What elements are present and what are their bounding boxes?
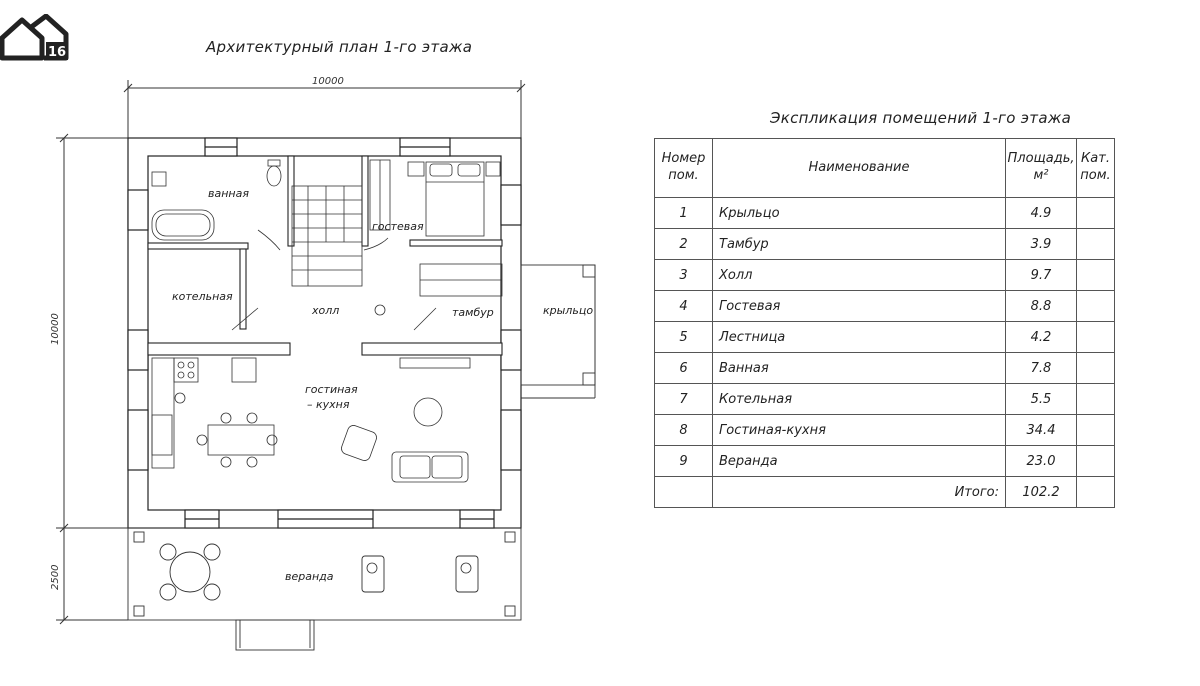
room-label-bathroom: ванная — [208, 187, 249, 200]
row-cat — [1076, 445, 1115, 477]
room-label-living-2: – кухня — [307, 398, 350, 411]
header-category-text: Кат. пом. — [1080, 151, 1111, 183]
room-label-vestibule: тамбур — [452, 306, 494, 319]
header-name-text: Наименование — [808, 159, 910, 175]
header-number-text: Номер пом. — [661, 151, 706, 183]
total-empty — [654, 476, 713, 508]
row-name: Веранда — [712, 445, 1006, 477]
row-area: 34.4 — [1005, 414, 1077, 446]
row-name: Гостиная-кухня — [712, 414, 1006, 446]
row-name: Лестница — [712, 321, 1006, 353]
header-name: Наименование — [712, 138, 1006, 198]
row-cat — [1076, 259, 1115, 291]
row-num: 8 — [654, 414, 713, 446]
row-cat — [1076, 321, 1115, 353]
row-num: 7 — [654, 383, 713, 415]
row-area: 23.0 — [1005, 445, 1077, 477]
row-cat — [1076, 290, 1115, 322]
row-area: 8.8 — [1005, 290, 1077, 322]
row-area: 9.7 — [1005, 259, 1077, 291]
row-name: Тамбур — [712, 228, 1006, 260]
logo-text: 16 — [48, 45, 66, 60]
room-label-living-1: гостиная — [305, 383, 358, 396]
room-explication-table: Номер пом. Наименование Площадь, м² Кат.… — [654, 138, 1115, 508]
total-cat — [1076, 476, 1115, 508]
row-cat — [1076, 197, 1115, 229]
dim-left: 10000 — [50, 313, 61, 345]
dim-top: 10000 — [312, 76, 344, 87]
row-num: 6 — [654, 352, 713, 384]
floor-plan: 10000 10000 2500 ванная гостевая котельн… — [50, 76, 596, 651]
row-area: 3.9 — [1005, 228, 1077, 260]
plan-title: Архитектурный план 1-го этажа — [206, 38, 473, 56]
row-name: Холл — [712, 259, 1006, 291]
dim-veranda: 2500 — [50, 565, 61, 590]
header-number: Номер пом. — [654, 138, 713, 198]
row-area: 4.2 — [1005, 321, 1077, 353]
row-num: 4 — [654, 290, 713, 322]
room-label-boiler: котельная — [172, 290, 233, 303]
room-label-hall: холл — [311, 304, 339, 317]
row-num: 5 — [654, 321, 713, 353]
row-num: 1 — [654, 197, 713, 229]
row-name: Крыльцо — [712, 197, 1006, 229]
row-cat — [1076, 383, 1115, 415]
row-name: Ванная — [712, 352, 1006, 384]
row-num: 2 — [654, 228, 713, 260]
room-label-guest: гостевая — [372, 220, 424, 233]
header-area: Площадь, м² — [1005, 138, 1077, 198]
total-label: Итого: — [712, 476, 1006, 508]
row-cat — [1076, 352, 1115, 384]
header-category: Кат. пом. — [1076, 138, 1115, 198]
total-row: Итого: 102.2 — [654, 476, 1115, 508]
room-label-veranda: веранда — [285, 570, 334, 583]
row-area: 5.5 — [1005, 383, 1077, 415]
row-area: 7.8 — [1005, 352, 1077, 384]
row-name: Гостевая — [712, 290, 1006, 322]
row-cat — [1076, 414, 1115, 446]
header-area-text: Площадь, м² — [1007, 151, 1075, 183]
row-num: 3 — [654, 259, 713, 291]
room-label-porch: крыльцо — [543, 304, 593, 317]
total-area: 102.2 — [1005, 476, 1077, 508]
row-name: Котельная — [712, 383, 1006, 415]
table-title: Экспликация помещений 1-го этажа — [770, 109, 1072, 127]
row-cat — [1076, 228, 1115, 260]
row-area: 4.9 — [1005, 197, 1077, 229]
row-num: 9 — [654, 445, 713, 477]
house-logo-icon: 16 — [0, 14, 69, 61]
